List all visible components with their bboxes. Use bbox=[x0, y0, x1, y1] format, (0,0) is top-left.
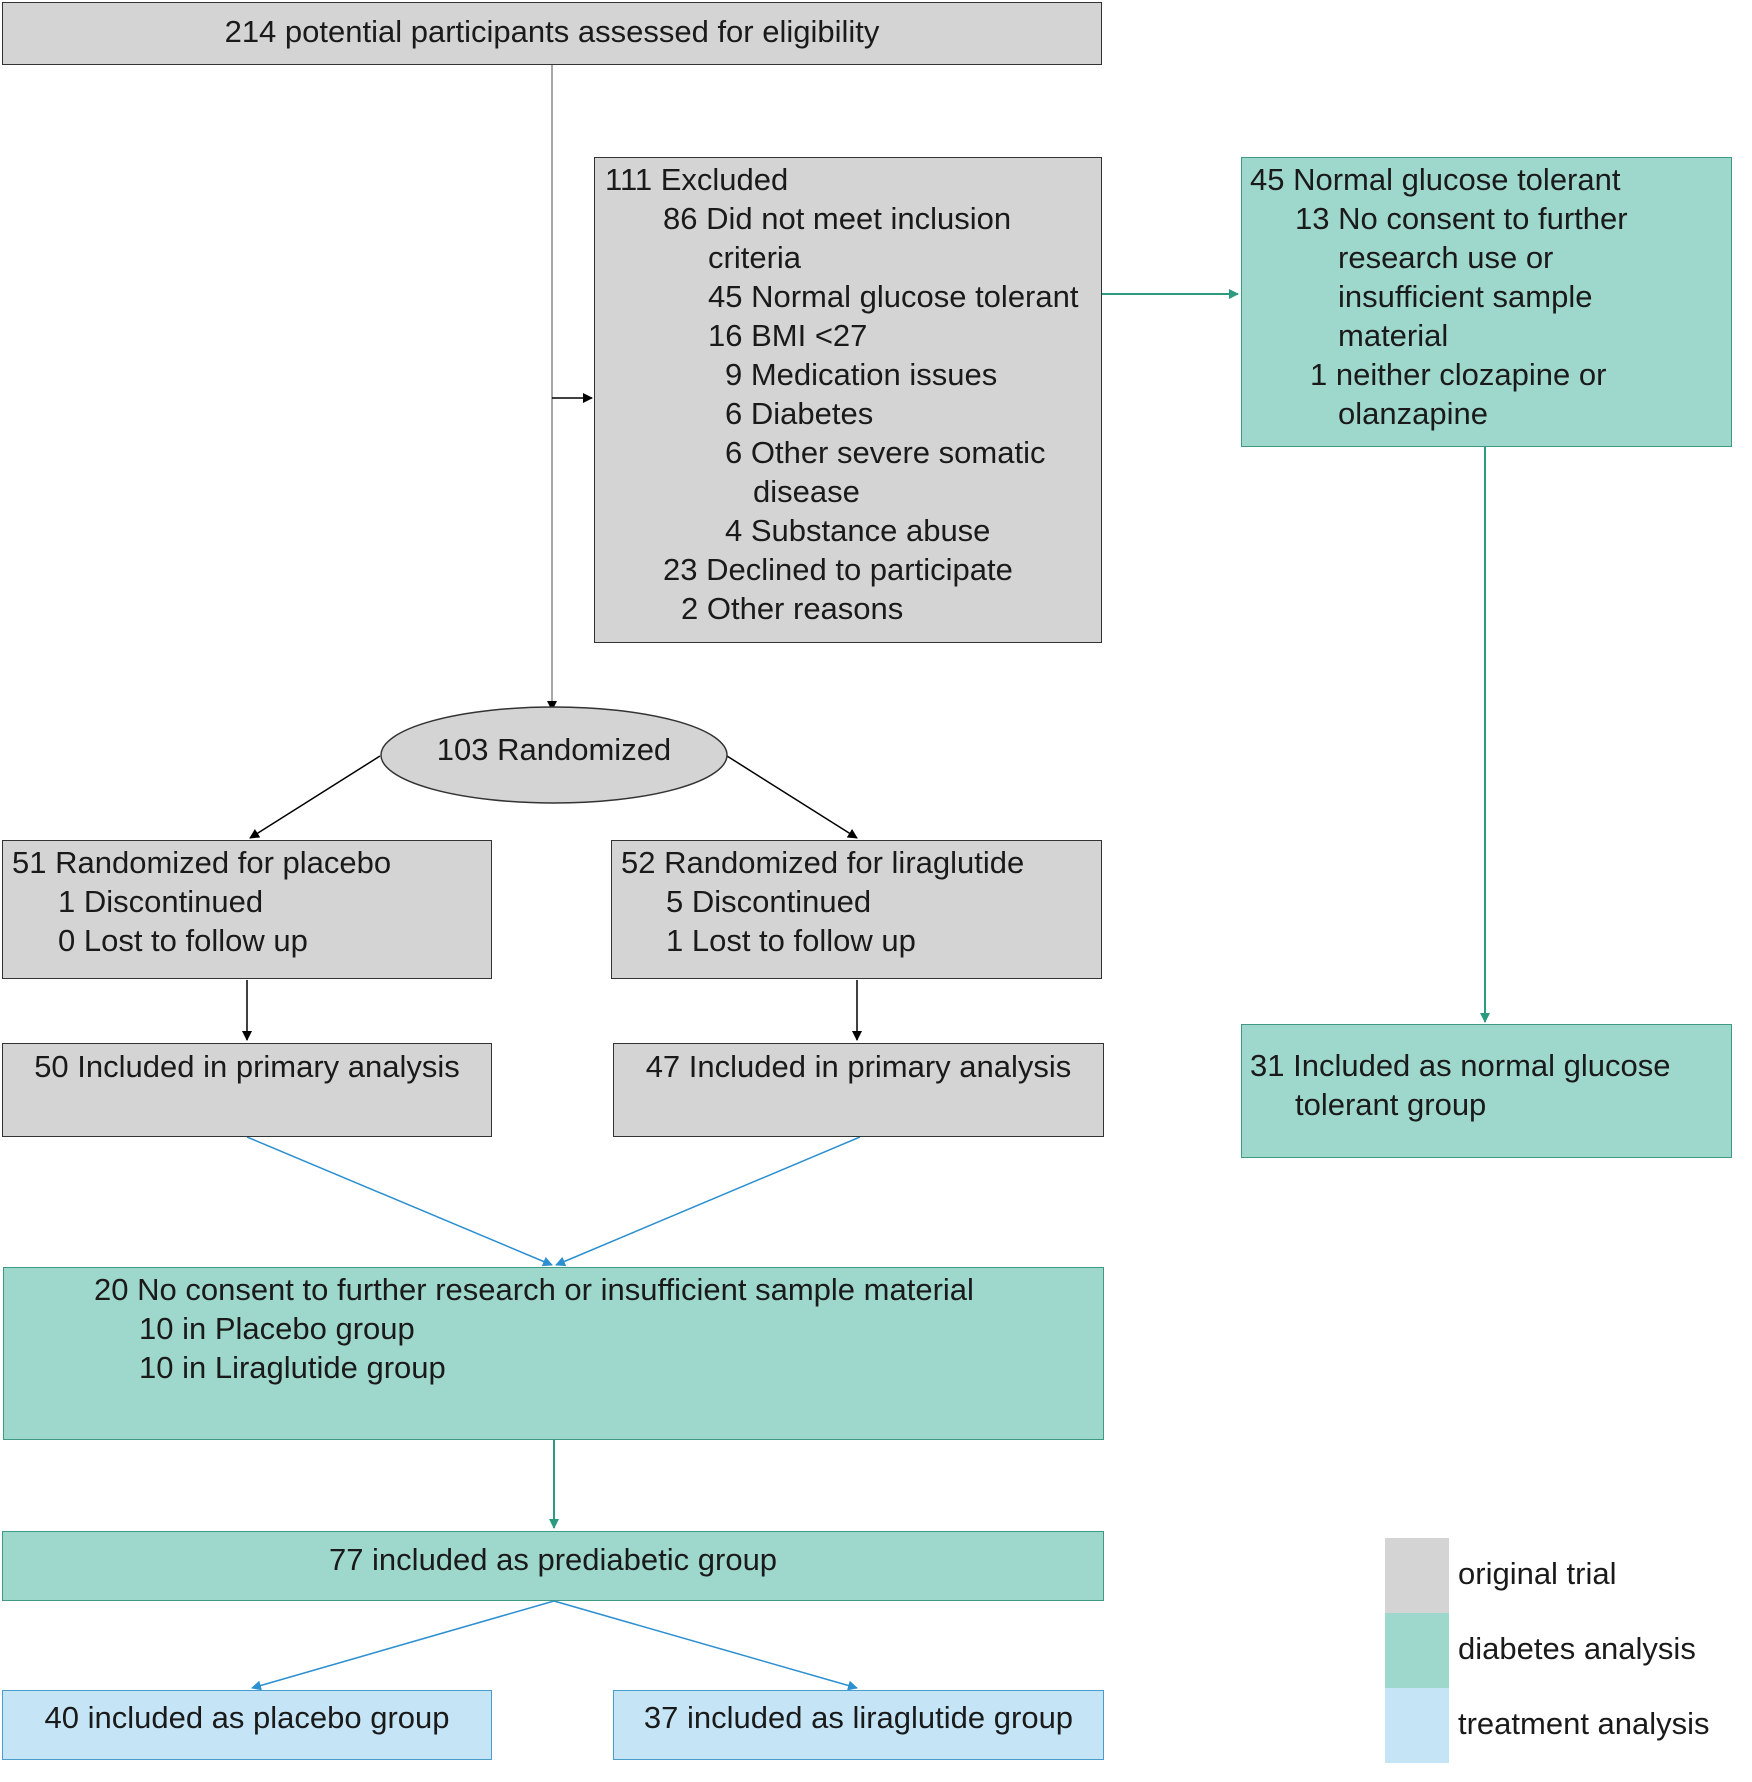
excluded-line: 6 Other severe somatic bbox=[725, 435, 1046, 470]
liraglutide-line: 1 Lost to follow up bbox=[666, 923, 916, 958]
primary-placebo-text: 50 Included in primary analysis bbox=[34, 1049, 460, 1084]
ngt-title: 45 Normal glucose tolerant bbox=[1250, 162, 1621, 197]
arrow-primary-placebo-to-noconsent bbox=[246, 1136, 553, 1267]
ngt-line: 13 No consent to further bbox=[1295, 201, 1628, 236]
arrow-to-liraglutide bbox=[726, 755, 858, 839]
no-consent-line: 10 in Placebo group bbox=[139, 1311, 415, 1346]
arrow-to-placebo bbox=[249, 755, 381, 839]
liraglutide-box: 52 Randomized for liraglutide 5 Disconti… bbox=[611, 840, 1102, 979]
liraglutide-line: 5 Discontinued bbox=[666, 884, 872, 919]
lira-group-text: 37 included as liraglutide group bbox=[643, 1700, 1074, 1735]
ngt-line: olanzapine bbox=[1338, 396, 1488, 431]
placebo-group-box: 40 included as placebo group bbox=[2, 1690, 492, 1760]
excluded-line: 45 Normal glucose tolerant bbox=[708, 279, 1079, 314]
placebo-line: 0 Lost to follow up bbox=[58, 923, 308, 958]
ngt-group-line: 31 Included as normal glucose bbox=[1250, 1048, 1671, 1083]
excluded-line: disease bbox=[753, 474, 860, 509]
excluded-line: 9 Medication issues bbox=[725, 357, 998, 392]
assessed-box: 214 potential participants assessed for … bbox=[2, 2, 1102, 65]
legend-swatch-diabetes bbox=[1385, 1613, 1449, 1688]
excluded-title: 111 Excluded bbox=[605, 162, 789, 197]
ngt-line: insufficient sample bbox=[1338, 279, 1593, 314]
legend-label-original: original trial bbox=[1458, 1556, 1617, 1591]
legend-label-diabetes: diabetes analysis bbox=[1458, 1631, 1696, 1666]
excluded-line: criteria bbox=[708, 240, 802, 275]
placebo-title: 51 Randomized for placebo bbox=[12, 845, 392, 880]
liraglutide-title: 52 Randomized for liraglutide bbox=[621, 845, 1025, 880]
ngt-line: material bbox=[1338, 318, 1449, 353]
primary-lira-text: 47 Included in primary analysis bbox=[645, 1049, 1072, 1084]
excluded-line: 6 Diabetes bbox=[725, 396, 874, 431]
excluded-line: 16 BMI <27 bbox=[708, 318, 868, 353]
legend-swatch-original bbox=[1385, 1538, 1449, 1613]
assessed-text: 214 potential participants assessed for … bbox=[224, 14, 880, 49]
placebo-group-text: 40 included as placebo group bbox=[44, 1700, 450, 1735]
primary-lira-box: 47 Included in primary analysis bbox=[613, 1043, 1104, 1137]
arrow-prediabetic-to-placebo-group bbox=[251, 1600, 555, 1691]
ngt-line: 1 neither clozapine or bbox=[1310, 357, 1607, 392]
excluded-line: 4 Substance abuse bbox=[725, 513, 991, 548]
ngt-line: research use or bbox=[1338, 240, 1554, 275]
no-consent-box: 20 No consent to further research or ins… bbox=[3, 1267, 1104, 1440]
ngt-group-box: 31 Included as normal glucose tolerant g… bbox=[1241, 1024, 1732, 1158]
lira-group-box: 37 included as liraglutide group bbox=[613, 1690, 1104, 1760]
excluded-line: 23 Declined to participate bbox=[663, 552, 1013, 587]
prediabetic-box: 77 included as prediabetic group bbox=[2, 1531, 1104, 1601]
prediabetic-text: 77 included as prediabetic group bbox=[328, 1542, 778, 1577]
placebo-line: 1 Discontinued bbox=[58, 884, 264, 919]
excluded-box: 111 Excluded 86 Did not meet inclusion c… bbox=[594, 157, 1102, 643]
ngt-group-line: tolerant group bbox=[1295, 1087, 1487, 1122]
primary-placebo-box: 50 Included in primary analysis bbox=[2, 1043, 492, 1137]
excluded-line: 86 Did not meet inclusion bbox=[663, 201, 1012, 236]
ngt-box: 45 Normal glucose tolerant 13 No consent… bbox=[1241, 157, 1732, 447]
legend-swatch-treatment bbox=[1385, 1688, 1449, 1763]
placebo-box: 51 Randomized for placebo 1 Discontinued… bbox=[2, 840, 492, 979]
no-consent-title: 20 No consent to further research or ins… bbox=[94, 1272, 974, 1307]
randomized-label: 103 Randomized bbox=[436, 732, 672, 767]
excluded-line: 2 Other reasons bbox=[681, 591, 904, 626]
arrow-prediabetic-to-lira-group bbox=[553, 1600, 858, 1691]
legend-label-treatment: treatment analysis bbox=[1458, 1706, 1710, 1741]
randomized-ellipse bbox=[380, 706, 728, 804]
no-consent-line: 10 in Liraglutide group bbox=[139, 1350, 446, 1385]
arrow-primary-lira-to-noconsent bbox=[555, 1136, 861, 1267]
